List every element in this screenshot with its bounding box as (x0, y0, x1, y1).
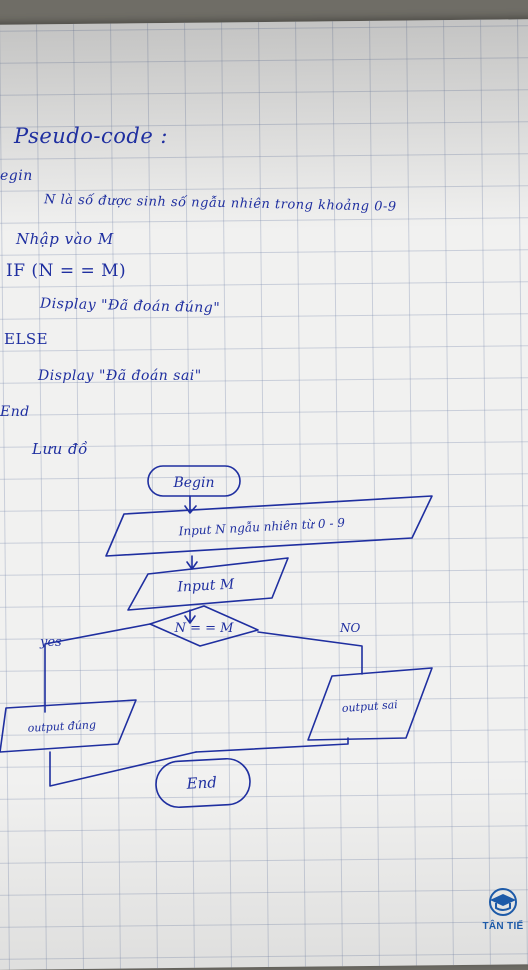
decision-label: N = = M (174, 621, 235, 636)
pseudocode-heading: Pseudo-code : (14, 124, 169, 148)
input-m-label: Input M (176, 576, 235, 595)
output-false-label: output sai (341, 698, 398, 715)
yes-branch-line (44, 623, 151, 713)
merge-line-left (49, 751, 197, 787)
begin-label: Begin (172, 475, 214, 491)
end-label: End (185, 773, 217, 793)
pseudocode-line-input-m: Nhập vào M (16, 230, 114, 248)
pseudocode-line-display-wrong: Display "Đã đoán sai" (38, 368, 202, 384)
no-label: NO (339, 621, 361, 635)
input-m-box (127, 557, 289, 611)
end-terminator (155, 757, 251, 809)
yes-label: yes (39, 635, 62, 650)
pseudocode-line-end: End (0, 404, 30, 420)
flowchart-heading: Lưu đồ (32, 440, 88, 458)
merge-line-right (195, 737, 349, 753)
input-n-box (105, 495, 433, 557)
logo-text: TÂN TIẾ (482, 921, 524, 932)
output-true-label: output đúng (27, 718, 96, 735)
output-false-box (307, 667, 433, 741)
arrow-input-n-to-input-m (186, 555, 198, 570)
input-n-label: Input N ngẫu nhiên từ 0 - 9 (177, 515, 345, 539)
pseudocode-line-begin: egin (0, 168, 33, 184)
graduation-cap-icon (489, 888, 517, 916)
arrow-input-m-to-decision (184, 609, 196, 624)
pseudocode-line-if: IF (N = = M) (6, 261, 127, 281)
pseudocode-line-else: ELSE (4, 330, 49, 348)
arrow-begin-to-input-n (184, 495, 197, 514)
decision-diamond (149, 605, 259, 647)
tan-tien-logo: TÂN TIẾ (482, 887, 524, 932)
no-branch-line (257, 631, 363, 675)
begin-terminator (147, 465, 241, 497)
output-true-box (0, 699, 137, 753)
